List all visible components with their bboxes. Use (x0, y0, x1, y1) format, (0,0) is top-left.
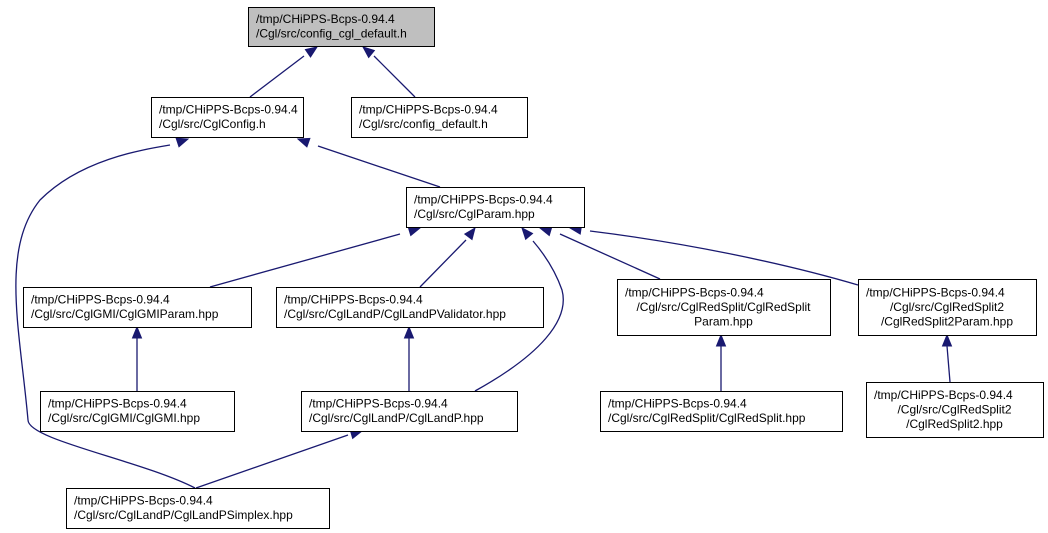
edge-line (317, 145, 441, 188)
edge-cglgmi-to-cglgmiparam (131, 325, 143, 391)
edge-cgllandpvalidator-to-cglparam (419, 226, 476, 288)
node-label-line: /tmp/CHiPPS-Bcps-0.94.4 (256, 12, 395, 26)
edge-line (373, 55, 416, 98)
arrowhead-icon (715, 333, 727, 347)
edge-cglconfig-to-config_cgl_default (249, 46, 319, 98)
node-cgllandpvalidator[interactable]: /tmp/CHiPPS-Bcps-0.94.4/Cgl/src/CglLandP… (276, 287, 544, 328)
node-label-line: /tmp/CHiPPS-Bcps-0.94.4 (866, 285, 1005, 299)
node-cglredsplit[interactable]: /tmp/CHiPPS-Bcps-0.94.4/Cgl/src/CglRedSp… (600, 391, 843, 432)
node-label-line: /Cgl/src/CglRedSplit2 (890, 300, 1004, 314)
arrowhead-icon (304, 46, 319, 58)
node-cgllandpsimplex[interactable]: /tmp/CHiPPS-Bcps-0.94.4/Cgl/src/CglLandP… (66, 488, 330, 529)
node-label-line: /tmp/CHiPPS-Bcps-0.94.4 (31, 293, 170, 307)
node-box (248, 7, 435, 47)
node-cglgmi[interactable]: /tmp/CHiPPS-Bcps-0.94.4/Cgl/src/CglGMI/C… (40, 391, 235, 432)
node-box (66, 488, 330, 529)
node-cglparam[interactable]: /tmp/CHiPPS-Bcps-0.94.4/Cgl/src/CglParam… (406, 187, 585, 228)
node-label-line: /Cgl/src/CglGMI/CglGMI.hpp (48, 411, 200, 425)
node-config_default[interactable]: /tmp/CHiPPS-Bcps-0.94.4/Cgl/src/config_d… (351, 97, 528, 138)
edge-line (474, 240, 564, 392)
arrowhead-icon (941, 333, 953, 347)
edge-cglgmiparam-to-cglparam (209, 226, 422, 288)
edge-line (15, 144, 196, 489)
node-box (301, 391, 518, 432)
node-label-line: /Cgl/src/CglLandP/CglLandP.hpp (309, 411, 484, 425)
node-label-line: /tmp/CHiPPS-Bcps-0.94.4 (414, 193, 553, 207)
edge-cgllandpsimplex-to-cglconfig (15, 137, 196, 489)
edges-layer (15, 46, 953, 489)
node-label-line: /tmp/CHiPPS-Bcps-0.94.4 (874, 388, 1013, 402)
node-label-line: /tmp/CHiPPS-Bcps-0.94.4 (159, 103, 298, 117)
nodes-layer: /tmp/CHiPPS-Bcps-0.94.4/Cgl/src/config_c… (23, 7, 1044, 529)
arrowhead-icon (521, 226, 534, 241)
node-box (40, 391, 235, 432)
node-label-line: /CglRedSplit2Param.hpp (881, 314, 1013, 328)
arrowhead-icon (175, 137, 190, 148)
node-cgllandp[interactable]: /tmp/CHiPPS-Bcps-0.94.4/Cgl/src/CglLandP… (301, 391, 518, 432)
edge-line (946, 345, 951, 383)
edge-cglredsplit-to-cglredsplitparam (715, 333, 727, 391)
edge-config_default-to-config_cgl_default (361, 46, 416, 98)
edge-cglredsplit2-to-cglredsplit2param (941, 333, 953, 383)
edge-cglredsplitparam-to-cglparam (538, 226, 661, 280)
node-box (351, 97, 528, 138)
node-cglconfig[interactable]: /tmp/CHiPPS-Bcps-0.94.4/Cgl/src/CglConfi… (151, 97, 304, 138)
node-label-line: /Cgl/src/CglLandP/CglLandPValidator.hpp (284, 307, 506, 321)
edge-line (419, 239, 467, 288)
edge-cgllandpsimplex-to-cgllandp (195, 429, 364, 489)
arrowhead-icon (403, 325, 415, 339)
node-config_cgl_default: /tmp/CHiPPS-Bcps-0.94.4/Cgl/src/config_c… (248, 7, 435, 47)
node-cglredsplit2param[interactable]: /tmp/CHiPPS-Bcps-0.94.4/Cgl/src/CglRedSp… (858, 279, 1037, 336)
node-label-line: /Cgl/src/CglRedSplit2 (897, 402, 1011, 416)
node-box (617, 279, 831, 336)
node-box (866, 382, 1044, 438)
node-label-line: /Cgl/src/CglGMI/CglGMIParam.hpp (31, 307, 219, 321)
node-box (600, 391, 843, 432)
node-label-line: /tmp/CHiPPS-Bcps-0.94.4 (284, 293, 423, 307)
node-cglredsplit2[interactable]: /tmp/CHiPPS-Bcps-0.94.4/Cgl/src/CglRedSp… (866, 382, 1044, 438)
node-label-line: Param.hpp (694, 314, 753, 328)
node-box (276, 287, 544, 328)
node-label-line: /Cgl/src/CglParam.hpp (414, 207, 535, 221)
node-label-line: /tmp/CHiPPS-Bcps-0.94.4 (625, 285, 764, 299)
edge-line (249, 55, 305, 98)
arrowhead-icon (361, 46, 376, 59)
arrowhead-icon (296, 137, 311, 148)
node-label-line: /Cgl/src/CglRedSplit/CglRedSplit (636, 300, 811, 314)
edge-cgllandp-to-cglparam (474, 226, 564, 392)
node-label-line: /tmp/CHiPPS-Bcps-0.94.4 (608, 397, 747, 411)
node-label-line: /tmp/CHiPPS-Bcps-0.94.4 (359, 103, 498, 117)
node-label-line: /Cgl/src/config_cgl_default.h (256, 27, 407, 41)
edge-cglredsplit2param-to-cglparam (568, 224, 859, 286)
arrowhead-icon (463, 226, 476, 241)
node-label-line: /tmp/CHiPPS-Bcps-0.94.4 (48, 397, 187, 411)
node-label-line: /tmp/CHiPPS-Bcps-0.94.4 (74, 494, 213, 508)
node-box (858, 279, 1037, 336)
arrowhead-icon (131, 325, 143, 339)
node-label-line: /tmp/CHiPPS-Bcps-0.94.4 (309, 397, 448, 411)
node-label-line: /Cgl/src/CglRedSplit/CglRedSplit.hpp (608, 411, 806, 425)
edge-line (195, 434, 349, 489)
arrowhead-icon (407, 226, 422, 237)
node-label-line: /CglRedSplit2.hpp (906, 417, 1003, 431)
node-label-line: /Cgl/src/CglLandP/CglLandPSimplex.hpp (74, 508, 293, 522)
node-box (23, 287, 252, 328)
edge-line (209, 233, 401, 288)
node-box (151, 97, 304, 138)
edge-cgllandp-to-cgllandpvalidator (403, 325, 415, 391)
edge-cglparam-to-cglconfig (296, 137, 441, 188)
node-cglredsplitparam[interactable]: /tmp/CHiPPS-Bcps-0.94.4/Cgl/src/CglRedSp… (617, 279, 831, 336)
edge-line (589, 230, 859, 286)
node-cglgmiparam[interactable]: /tmp/CHiPPS-Bcps-0.94.4/Cgl/src/CglGMI/C… (23, 287, 252, 328)
edge-line (559, 233, 661, 280)
node-label-line: /Cgl/src/CglConfig.h (159, 117, 266, 131)
node-label-line: /Cgl/src/config_default.h (359, 117, 488, 131)
node-box (406, 187, 585, 228)
arrowhead-icon (538, 226, 553, 237)
